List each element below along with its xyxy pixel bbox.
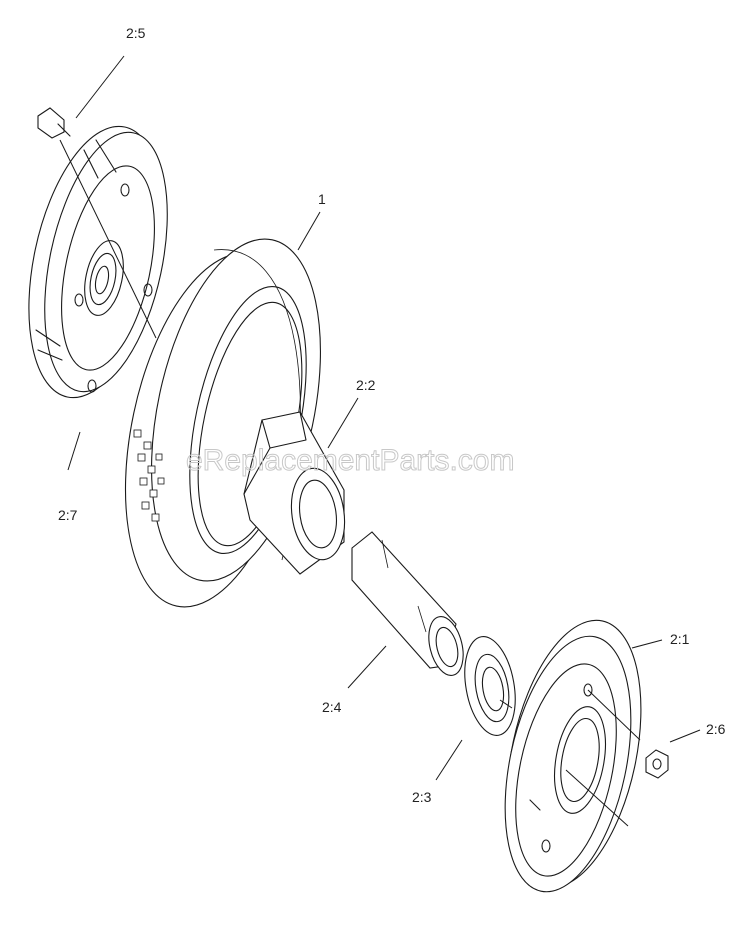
leader-2-6 (669, 729, 701, 743)
callout-2-2: 2:2 (356, 377, 376, 393)
leader-2-3-axis (499, 699, 513, 709)
left-hub-half (28, 125, 168, 399)
leader-2-1-center (565, 769, 629, 827)
callout-2-6: 2:6 (706, 721, 726, 737)
leader-2-2 (327, 397, 359, 449)
washer (464, 636, 516, 736)
leader-lines (59, 55, 701, 827)
leader-1 (297, 211, 321, 251)
right-hub-half (504, 619, 642, 893)
leader-2-3 (435, 739, 463, 781)
leader-2-5 (75, 55, 125, 119)
callout-1: 1 (318, 191, 326, 207)
watermark-text: eReplacementParts.com (186, 444, 514, 477)
leader-2-1 (631, 639, 663, 649)
bolt (37, 107, 71, 139)
callout-2-5: 2:5 (126, 25, 146, 41)
spacer-tube (351, 531, 464, 676)
leader-2-1-axis (587, 689, 641, 741)
callout-2-7: 2:7 (58, 507, 78, 523)
axle-block (243, 411, 346, 575)
nut (645, 749, 669, 779)
leader-2-4 (347, 645, 387, 689)
leader-2-7 (67, 431, 81, 471)
callout-2-3: 2:3 (412, 789, 432, 805)
callout-2-1: 2:1 (670, 631, 690, 647)
leader-2-5-axis (59, 139, 157, 339)
callout-2-4: 2:4 (322, 699, 342, 715)
